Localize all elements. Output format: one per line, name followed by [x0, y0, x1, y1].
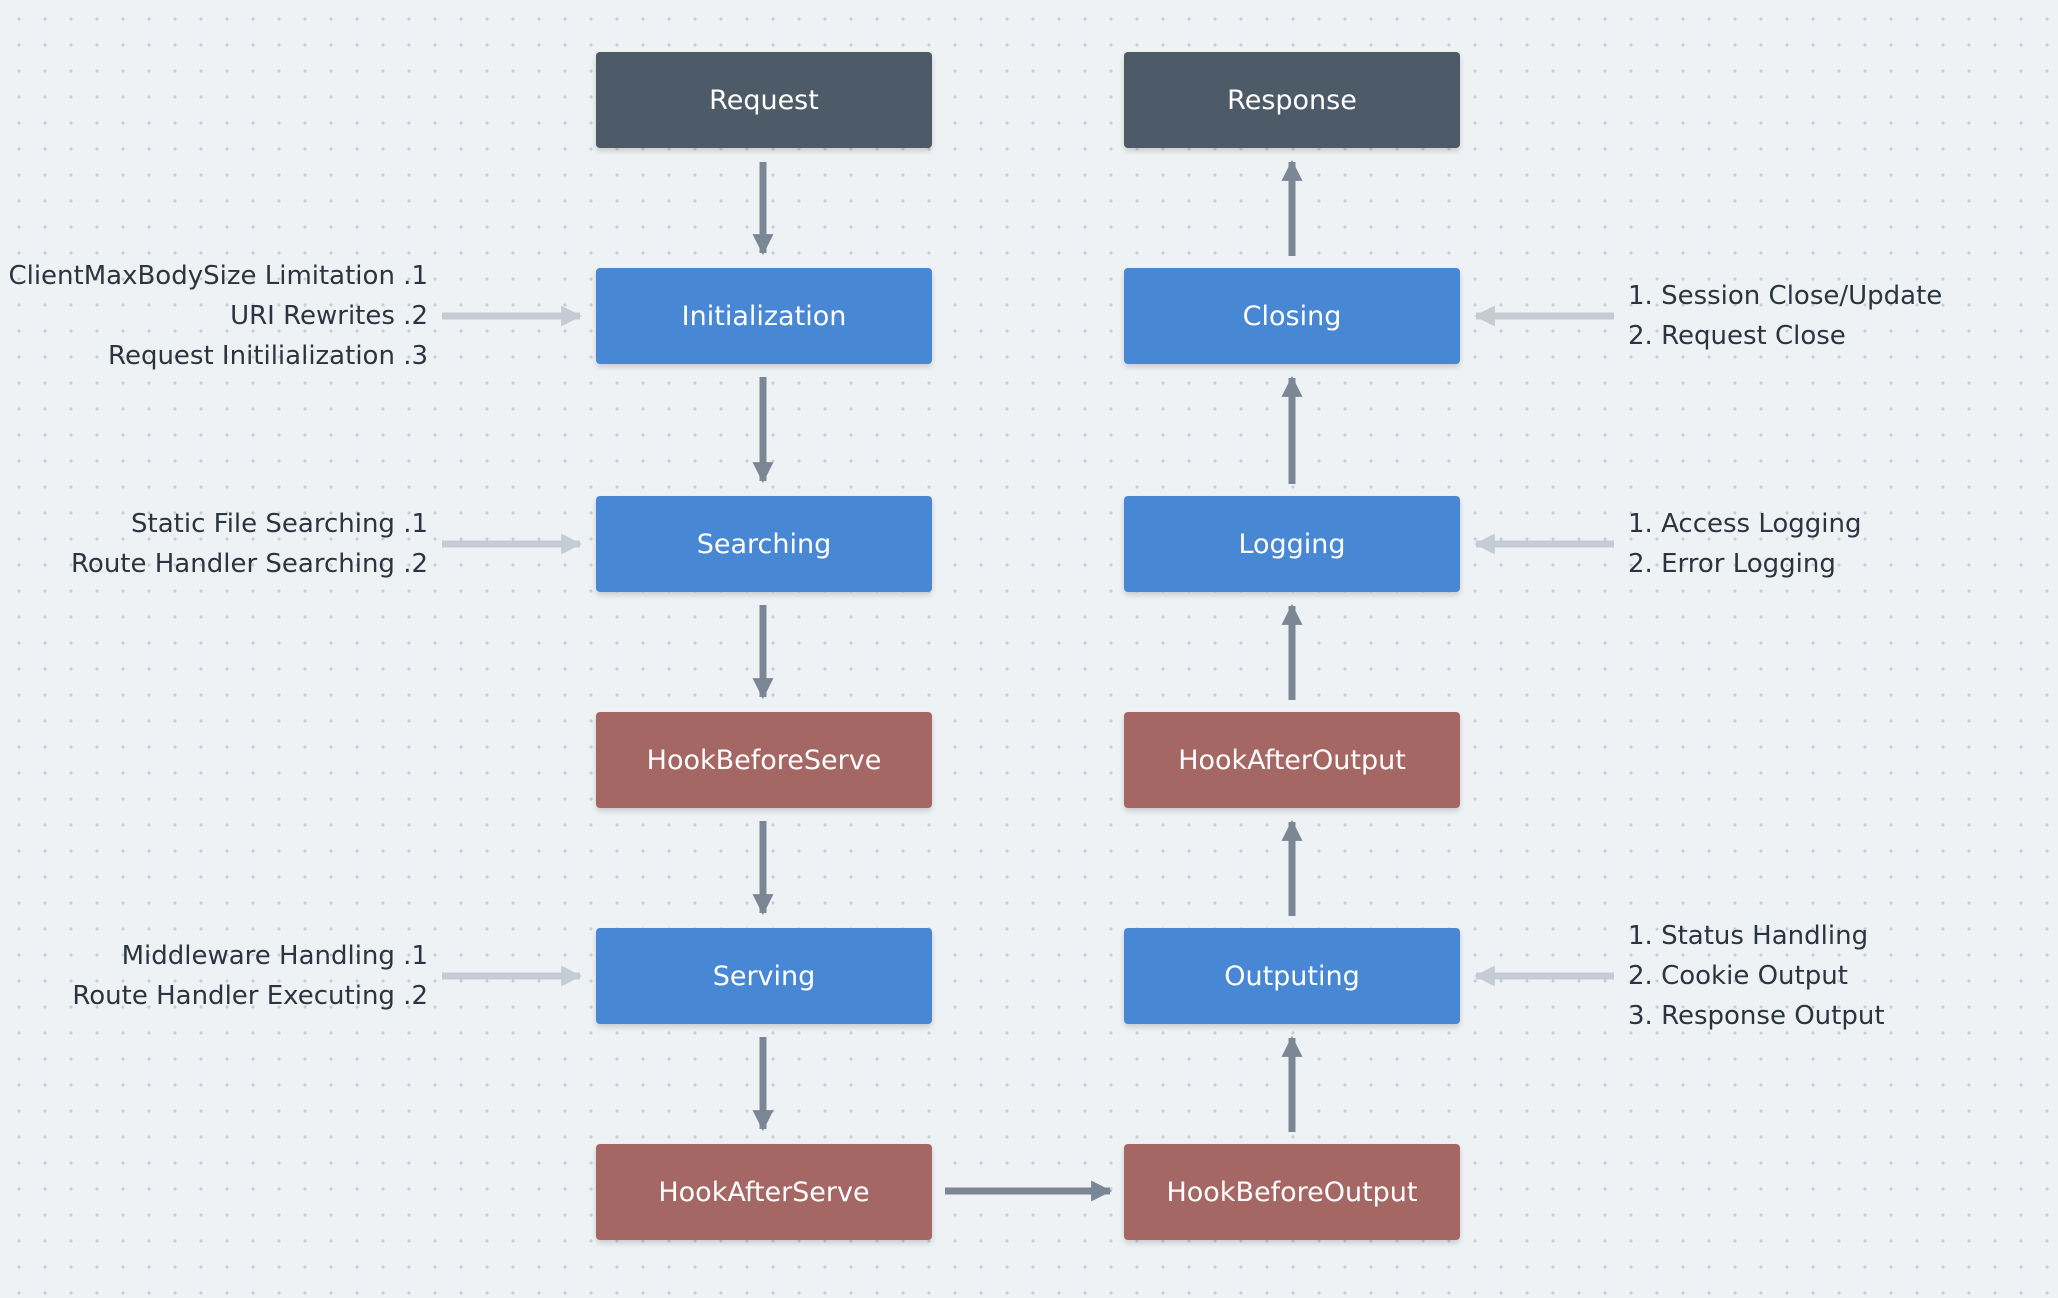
node-hook-after-output: HookAfterOutput — [1124, 712, 1460, 808]
note-line: URI Rewrites .2 — [230, 301, 428, 331]
note-outputing: 1. Status Handling 2. Cookie Output 3. R… — [1628, 916, 1885, 1036]
note-line: Request Initilialization .3 — [108, 341, 428, 371]
note-closing: 1. Session Close/Update 2. Request Close — [1628, 276, 1942, 356]
note-line: 1. Session Close/Update — [1628, 281, 1943, 311]
node-hook-after-serve: HookAfterServe — [596, 1144, 932, 1240]
note-line: 2. Request Close — [1628, 321, 1846, 351]
note-line: ClientMaxBodySize Limitation .1 — [8, 261, 428, 291]
note-serving: Middleware Handling .1 Route Handler Exe… — [0, 936, 428, 1016]
note-line: 2. Error Logging — [1628, 549, 1836, 579]
note-line: 1. Status Handling — [1628, 921, 1869, 951]
note-logging: 1. Access Logging 2. Error Logging — [1628, 504, 1862, 584]
note-searching: Static File Searching .1 Route Handler S… — [0, 504, 428, 584]
node-hook-before-output: HookBeforeOutput — [1124, 1144, 1460, 1240]
note-line: 3. Response Output — [1628, 1001, 1885, 1031]
note-line: 1. Access Logging — [1628, 509, 1862, 539]
note-initialization: ClientMaxBodySize Limitation .1 URI Rewr… — [0, 256, 428, 376]
note-line: Route Handler Searching .2 — [71, 549, 428, 579]
node-serving: Serving — [596, 928, 932, 1024]
note-line: Static File Searching .1 — [131, 509, 428, 539]
node-request: Request — [596, 52, 932, 148]
note-line: Route Handler Executing .2 — [72, 981, 428, 1011]
node-outputing: Outputing — [1124, 928, 1460, 1024]
node-hook-before-serve: HookBeforeServe — [596, 712, 932, 808]
node-response: Response — [1124, 52, 1460, 148]
node-initialization: Initialization — [596, 268, 932, 364]
note-line: 2. Cookie Output — [1628, 961, 1848, 991]
note-line: Middleware Handling .1 — [121, 941, 428, 971]
node-searching: Searching — [596, 496, 932, 592]
node-closing: Closing — [1124, 268, 1460, 364]
node-logging: Logging — [1124, 496, 1460, 592]
